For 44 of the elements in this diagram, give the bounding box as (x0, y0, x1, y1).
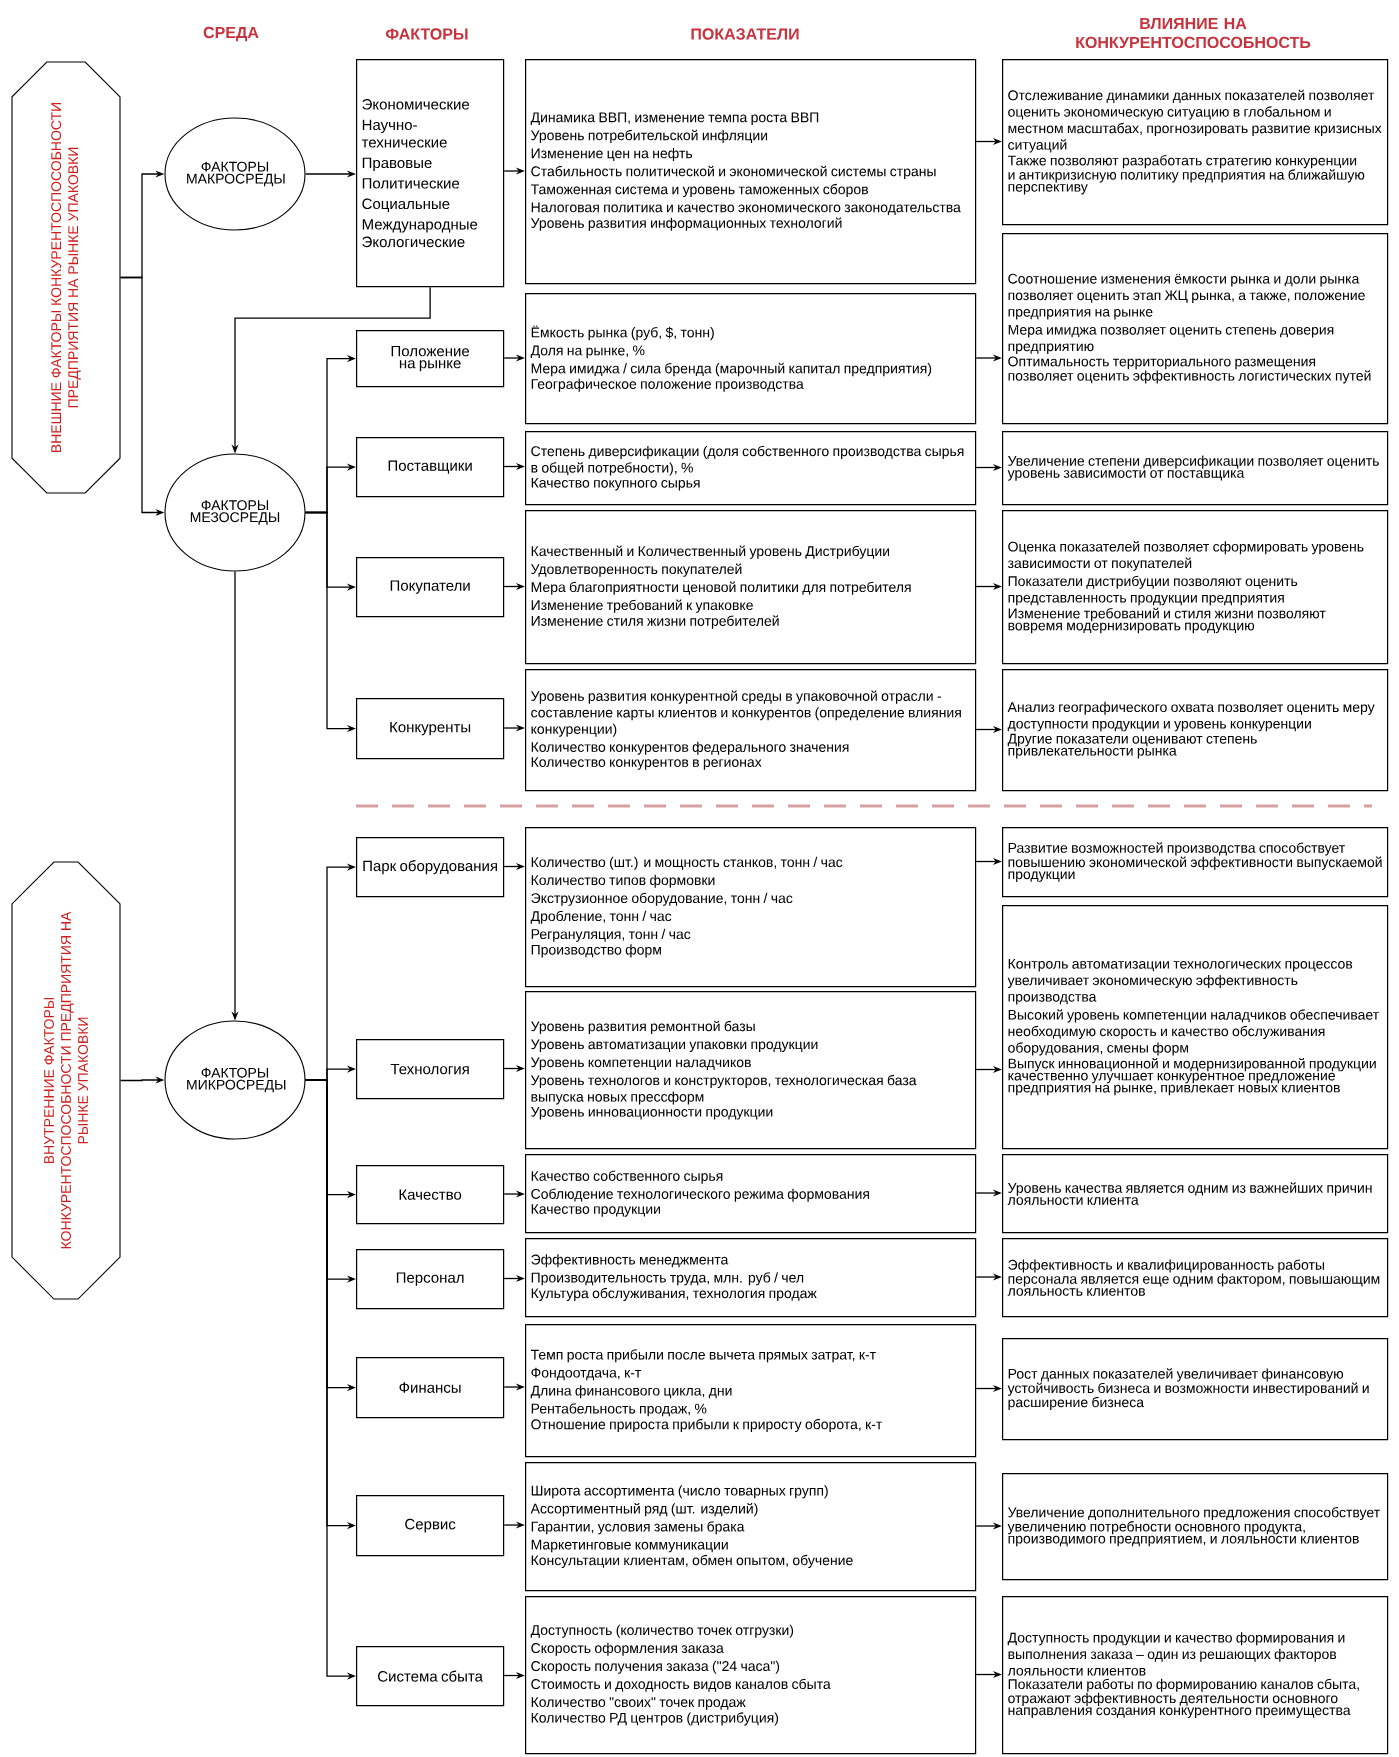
factor-box: Положение на рынке (356, 330, 505, 388)
column-header: СРЕДА (203, 26, 259, 42)
column-header: ПОКАЗАТЕЛИ (691, 28, 799, 40)
indicator-box: Доступность (количество точек отгрузки) Скорость оформления заказа Скорость получения заказа ("24 часа") Стоимость и доходность видов каналов сбыта Количество "своих" точек продаж Количество РД центров (дистрибуция) (525, 1596, 977, 1755)
influence-box: Соотношение изменения ёмкости рынка и доли рынка позволяет оценить этап ЖЦ рынка, а также, положение предприятия на рынке Мера имиджа позволяет оценить степень доверия предприятию Оптимальность территориального размещения позволяет оценить эффективность логистических путей (1002, 233, 1389, 425)
factor-box: Система сбыта (356, 1646, 505, 1707)
factor-box: Покупатели (356, 557, 505, 618)
influence-box: Увеличение степени диверсификации позволяет оценить уровень зависимости от поставщика (1002, 431, 1389, 506)
factor-box: Сервис (356, 1495, 505, 1557)
indicator-box: Степень диверсификации (доля собственного производства сырья в общей потребности), % Качество покупного сырья (525, 431, 977, 506)
indicator-box: Уровень развития конкурентной среды в упаковочной отрасли - составление карты клиентов и конкурентов (определение влияния конкуренции) Количество конкурентов федерального значения Количество конкурентов в регионах (525, 669, 977, 792)
indicator-box: Качественный и Количественный уровень Дистрибуции Удовлетворенность покупателей Мера благоприятности ценовой политики для потребителя Изменение требований к упаковке Изменение стиля жизни потребителей (525, 510, 977, 665)
influence-box: Отслеживание динамики данных показателей позволяет оценить экономическую ситуацию в глобальном и местном масштабах, прогнозировать развитие кризисных ситуаций Также позволяют разработать стратегию конкуренции и антикризисную политику предприятия на ближайшую перспективу (1002, 59, 1389, 226)
indicator-box: Темп роста прибыли после вычета прямых затрат, к-т Фондоотдача, к-т Длина финансового цикла, дни Рентабельность продаж, % Отношение прироста прибыли к приросту оборота, к-т (525, 1324, 977, 1458)
influence-box: Контроль автоматизации технологических процессов увеличивает экономическую эффективность производства Высокий уровень компетенции наладчиков обеспечивает необходимую скорость и качество обслуживания оборудования, смены форм Выпуск инновационной и модернизированной продукции качественно улучшает конкурентное предложение предприятия на рынке, привлекает новых клиентов (1002, 905, 1389, 1150)
influence-box: Эффективность и квалифицированность работы персонала является еще одним фактором, повышающим лояльность клиентов (1002, 1238, 1389, 1318)
indicator-box: Количество (шт.) и мощность станков, тонн / час Количество типов формовки Экструзионное оборудование, тонн / час Дробление, тонн / час Регрануляция, тонн / час Производство форм (525, 827, 977, 988)
factor-box: Персонал (356, 1249, 505, 1310)
indicator-box: Уровень развития ремонтной базы Уровень автоматизации упаковки продукции Уровень компетенции наладчиков Уровень технологов и конструкторов, технологическая база выпуска новых прессформ Уровень инновационности продукции (525, 991, 977, 1150)
indicator-box: Качество собственного сырья Соблюдение технологического режима формования Качество продукции (525, 1154, 977, 1234)
factor-box: Качество (356, 1165, 505, 1225)
ellipse-node: ФАКТОРЫ МЕЗОСРЕДЫ (164, 453, 306, 572)
octagon-box: ВНУТРЕННИЕ ФАКТОРЫ КОНКУРЕНТОСПОСОБНОСТИ ПРЕДПРИЯТИЯ НА РЫНКЕ УПАКОВКИ (11, 861, 121, 1300)
indicator-box: Ёмкость рынка (руб, $, тонн) Доля на рынке, % Мера имиджа / сила бренда (марочный капитал предприятия) Географическое положение производства (525, 293, 977, 425)
influence-box: Увеличение дополнительного предложения способствует увеличению потребности основного продукта, производимого предприятием, и лояльности клиентов (1002, 1473, 1389, 1581)
indicator-box: Широта ассортимента (число товарных групп) Ассортиментный ряд (шт. изделий) Гарантии, условия замены брака Маркетинговые коммуникации Консультации клиентам, обмен опытом, обучение (525, 1462, 977, 1592)
influence-box: Доступность продукции и качество формирования и выполнения заказа – один из решающих факторов лояльности клиентов Показатели работы по формированию каналов сбыта, отражают эффективность деятельности основного направления создания конкурентного преимущества (1002, 1596, 1389, 1755)
influence-box: Анализ географического охвата позволяет оценить меру доступности продукции и уровень конкуренции Другие показатели оценивают степень привлекательности рынка (1002, 669, 1389, 792)
indicator-box: Динамика ВВП, изменение темпа роста ВВП Уровень потребительской инфляции Изменение цен на нефть Стабильность политической и экономической системы страны Таможенная система и уровень таможенных сборов Налоговая политика и качество экономического законодательства Уровень развития информационных технологий (525, 59, 977, 285)
factor-box: Поставщики (356, 437, 505, 498)
indicator-box: Эффективность менеджмента Производительность труда, млн. руб / чел Культура обслуживания, технология продаж (525, 1238, 977, 1318)
ellipse-node: ФАКТОРЫ МИКРОСРЕДЫ (164, 1020, 306, 1140)
influence-box: Развитие возможностей производства способствует повышению экономической эффективности выпускаемой продукции (1002, 827, 1389, 898)
octagon-box: ВНЕШНИЕ ФАКТОРЫ КОНКУРЕНТОСПОСОБНОСТИ ПРЕДПРИЯТИЯ НА РЫНКЕ УПАКОВКИ (11, 61, 121, 494)
factor-box: Конкуренты (356, 698, 505, 760)
column-header: ФАКТОРЫ (386, 28, 468, 40)
influence-box: Оценка показателей позволяет сформировать уровень зависимости от покупателей Показатели дистрибуции позволяют оценить представленность продукции предприятия Изменение требований и стиля жизни позволяют вовремя модернизировать продукцию (1002, 510, 1389, 665)
ellipse-node: ФАКТОРЫ МАКРОСРЕДЫ (164, 117, 306, 231)
influence-box: Рост данных показателей увеличивает финансовую устойчивость бизнеса и возможности инвестирований и расширение бизнеса (1002, 1338, 1389, 1441)
factor-list-box: Экономические Научно-технические Правовые Политические Социальные Международные Экологические (356, 59, 505, 288)
influence-box: Уровень качества является одним из важнейших причин лояльности клиента (1002, 1154, 1389, 1234)
factor-box: Парк оборудования (356, 837, 505, 898)
factor-box: Финансы (356, 1357, 505, 1419)
factor-box: Технология (356, 1039, 505, 1100)
